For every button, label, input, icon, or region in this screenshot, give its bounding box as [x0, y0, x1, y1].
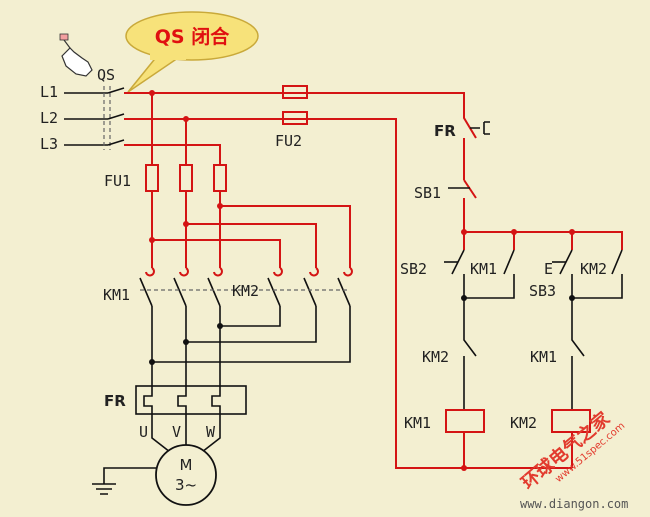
label-KM2-aux: KM2: [580, 260, 607, 278]
label-KM1-main: KM1: [103, 286, 130, 304]
input-lines: [64, 92, 108, 146]
label-KM1-aux: KM1: [470, 260, 497, 278]
fu2-fuse-1: [282, 85, 308, 99]
main-contact-blades: [139, 277, 351, 307]
label-KM2-nc: KM2: [422, 348, 449, 366]
callout-bubble: QS 闭合: [125, 11, 259, 93]
fu1-fuse-2: [179, 164, 193, 192]
label-V: V: [172, 423, 181, 441]
fu1-fuse-3: [213, 164, 227, 192]
label-SB1: SB1: [414, 184, 441, 202]
bus-L2: [124, 118, 464, 469]
fr-thermal-relay: [135, 385, 247, 415]
label-FU2: FU2: [275, 132, 302, 150]
label-KM2-coil: KM2: [510, 414, 537, 432]
label-KM1-nc: KM1: [530, 348, 557, 366]
motor-icon: [155, 444, 217, 506]
label-L2: L2: [40, 109, 58, 127]
bus-L1: [124, 92, 465, 112]
label-QS: QS: [97, 66, 115, 84]
bus-L3: [124, 144, 221, 165]
label-FU1: FU1: [104, 172, 131, 190]
label-L3: L3: [40, 135, 58, 153]
label-SB2: SB2: [400, 260, 427, 278]
main-contact-hooks: [145, 267, 353, 277]
motor-sub-label: 3~: [175, 476, 197, 494]
label-SB3: SB3: [529, 282, 556, 300]
label-L1: L1: [40, 83, 58, 101]
fu1-fuse-1: [145, 164, 159, 192]
label-W: W: [206, 423, 216, 441]
watermark-url2: www.diangon.com: [520, 497, 628, 511]
label-E-SB3: E: [544, 260, 553, 278]
hand-pointer-icon: [59, 33, 93, 77]
fu2-fuse-2: [282, 111, 308, 125]
label-FR-main: FR: [104, 392, 126, 410]
label-KM1-coil: KM1: [404, 414, 431, 432]
label-FR-ctrl: FR: [434, 122, 456, 140]
motor-label: M: [180, 456, 193, 474]
label-KM2-main: KM2: [232, 282, 259, 300]
callout-text: QS 闭合: [155, 25, 230, 48]
ground-icon: [92, 467, 156, 495]
label-U: U: [139, 423, 148, 441]
km1-coil: [445, 409, 485, 433]
